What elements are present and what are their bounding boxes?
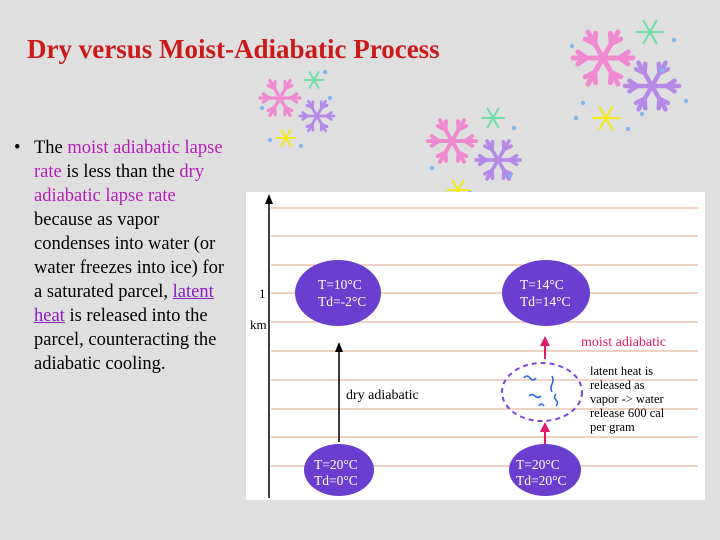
slide-title: Dry versus Moist-Adiabatic Process [27,34,440,64]
bullet-marker: • [14,138,21,158]
moist-parcel-bottom [509,444,581,496]
latent-note-line3: vapor -> water [590,392,665,406]
dry-adiabatic-label: dry adiabatic [346,388,419,403]
moist-arrowhead-lower [540,422,550,432]
dry-parcel-bottom [304,444,374,496]
latent-note-line2: released as [590,378,645,392]
moist-parcel-top [502,260,590,326]
latent-note-line4: release 600 cal [590,406,665,420]
latent-heat-link[interactable]: latent heat [34,282,214,326]
condensation-zone [501,362,583,422]
bullet-text: The moist adiabatic lapse rate is less t… [34,136,234,376]
moist-arrowhead-upper [540,336,550,346]
moist-top-temp: T=14°C [520,277,564,292]
bullet-text-1: The [34,138,68,158]
moist-bottom-dewpoint: Td=20°C [516,473,567,488]
moist-lapse-term: moist adiabatic lapse rate [34,138,223,182]
dry-bottom-dewpoint: Td=0°C [314,473,358,488]
latent-note-line5: per gram [590,420,635,434]
dry-bottom-temp: T=20°C [314,457,358,472]
axis-label-1: 1 [259,286,266,301]
dry-lapse-term: dry adiabatic lapse rate [34,162,205,206]
adiabatic-diagram: 1 km T=10°C Td=-2°C dry adiabatic T=20°C… [246,192,705,500]
bullet-text-2: is less than the [61,162,180,182]
dry-arrowhead [335,342,343,352]
axis-label-km: km [250,317,267,332]
bullet-text-3: because as vapor condenses into water (o… [34,210,225,302]
vapor-squiggles [523,375,559,407]
bullet-text-4: is released into the parcel, counteracti… [34,306,217,374]
axis-arrowhead [265,194,273,204]
dry-top-temp: T=10°C [318,277,362,292]
latent-note-line1: latent heat is [590,364,653,378]
bullet-item: • The moist adiabatic lapse rate is less… [14,136,234,376]
moist-top-dewpoint: Td=14°C [520,294,571,309]
dry-parcel-top [295,260,381,326]
moist-bottom-temp: T=20°C [516,457,560,472]
dry-top-dewpoint: Td=-2°C [318,294,366,309]
moist-adiabatic-label: moist adiabatic [581,335,666,350]
